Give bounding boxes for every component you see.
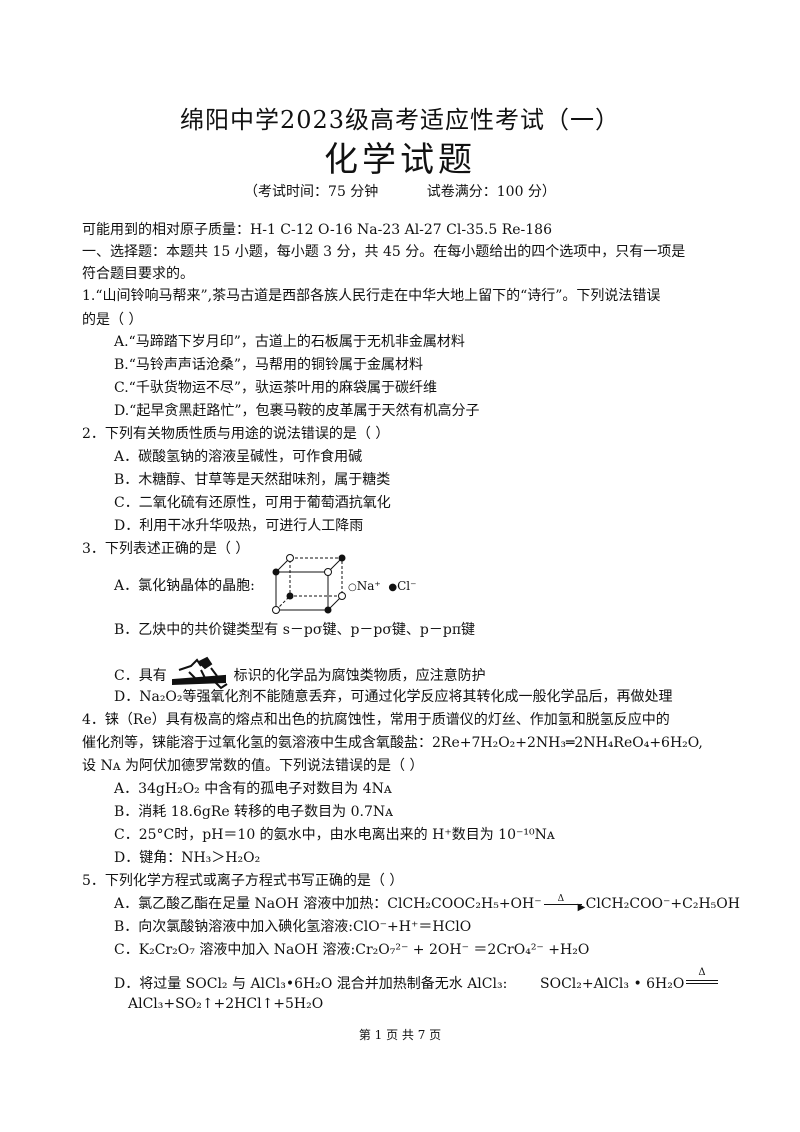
q4-option-c: C．25°C时，pH＝10 的氨水中，由水电离出来的 H⁺数目为 10⁻¹⁰Nᴀ (114, 827, 555, 843)
exam-meta: （考试时间：75 分钟 试卷满分：100 分） (0, 181, 800, 201)
nacl-unit-cell-diagram (272, 554, 346, 614)
q4-stem-3: 设 Nᴀ 为阿伏加德罗常数的值。下列说法错误的是（ ） (82, 758, 424, 774)
q4-option-a: A．34gH₂O₂ 中含有的孤电子对数目为 4Nᴀ (114, 781, 392, 797)
q3-stem: 3．下列表述正确的是（ ） (82, 541, 250, 557)
q1-option-b: B.“马铃声声话沧桑”，马帮用的铜铃属于金属材料 (114, 357, 424, 373)
q5-stem: 5．下列化学方程式或离子方程式书写正确的是（ ） (82, 873, 404, 889)
q2-option-c: C．二氧化硫有还原性，可用于葡萄酒抗氧化 (114, 495, 391, 511)
q5-option-d-mid: SOCl₂+AlCl₃ • 6H₂O (540, 976, 685, 992)
legend-na: Na⁺ (356, 579, 381, 593)
q3-option-a: A．氯化钠晶体的晶胞: (114, 576, 255, 596)
q2-option-a: A．碳酸氢钠的溶液呈碱性，可作食用碱 (114, 449, 363, 465)
unit-cell-legend: ○Na⁺ ●Cl⁻ (348, 579, 417, 593)
q4-stem-1: 4．铼（Re）具有极高的熔点和出色的抗腐蚀性，常用于质谱仪的灯丝、作加氢和脱氢反… (82, 712, 670, 728)
q1-stem-2: 的是（ ） (82, 312, 143, 328)
q1-option-a: A.“马蹄踏下岁月印”，古道上的石板属于无机非金属材料 (114, 334, 465, 350)
q5-option-d-left: D．将过量 SOCl₂ 与 AlCl₃•6H₂O 混合并加热制备无水 AlCl₃… (114, 976, 508, 992)
reaction-arrow-icon: Δ▶ (542, 894, 586, 913)
q5-option-d: D．将过量 SOCl₂ 与 AlCl₃•6H₂O 混合并加热制备无水 AlCl₃… (114, 974, 507, 994)
q3-option-c: C．具有 标识的化学品为腐蚀类物质，应注意防护 (114, 656, 486, 690)
page-footer: 第 1 页 共 7 页 (358, 1028, 442, 1042)
q3-option-d: D．Na₂O₂等强氧化剂不能随意丢弃，可通过化学反应将其转化成一般化学品后，再做… (114, 689, 673, 705)
exam-title: 绵阳中学2023级高考适应性考试（一） (179, 106, 621, 134)
q5-option-b: B．向次氯酸钠溶液中加入碘化氢溶液:ClO⁻+H⁺＝HClO (114, 919, 472, 935)
q1-stem-1: 1.“山间铃响马帮来”,茶马古道是西部各族人民行走在中华大地上留下的“诗行”。下… (82, 288, 661, 304)
q2-option-b: B．木糖醇、甘草等是天然甜味剂，属于糖类 (114, 472, 391, 488)
corrosive-hazard-icon (172, 656, 228, 690)
q2-stem: 2．下列有关物质性质与用途的说法错误的是（ ） (82, 426, 390, 442)
q3-option-c-prefix: C．具有 (114, 668, 167, 684)
q1-option-c: C.“千驮货物运不尽”，驮运茶叶用的麻袋属于碳纤维 (114, 380, 437, 396)
q5-option-d-equation: SOCl₂+AlCl₃ • 6H₂O Δ (540, 967, 720, 994)
atomic-masses: 可能用到的相对原子质量：H-1 C-12 O-16 Na-23 Al-27 Cl… (82, 222, 552, 238)
q2-option-d: D．利用干冰升华吸热，可进行人工降雨 (114, 518, 364, 534)
heat-condition: Δ (557, 894, 565, 904)
q5-option-d-line2: AlCl₃+SO₂↑+2HCl↑+5H₂O (128, 996, 324, 1012)
q3-option-b: B．乙炔中的共价键类型有 s－pσ键、p－pσ键、p－pπ键 (114, 622, 476, 638)
exam-time: （考试时间：75 分钟 (244, 184, 379, 200)
q1-option-d: D.“起早贪黑赶路忙”，包裹马鞍的皮革属于天然有机高分子 (114, 403, 480, 419)
q3-option-a-text: A．氯化钠晶体的晶胞: (114, 578, 255, 594)
equals-heat-icon: Δ (684, 967, 720, 991)
q3-option-c-suffix: 标识的化学品为腐蚀类物质，应注意防护 (233, 668, 486, 684)
q4-option-d: D．键角：NH₃＞H₂O₂ (114, 850, 261, 866)
section-instructions-1: 一、选择题：本题共 15 小题，每小题 3 分，共 45 分。在每小题给出的四个… (82, 244, 686, 260)
section-instructions-2: 符合题目要求的。 (82, 266, 194, 282)
subject-title: 化学试题 (324, 140, 476, 180)
legend-cl: Cl⁻ (397, 579, 417, 593)
heat-condition-d: Δ (698, 967, 706, 978)
exam-score: 试卷满分：100 分） (426, 184, 556, 200)
q5-option-c: C．K₂Cr₂O₇ 溶液中加入 NaOH 溶液:Cr₂O₇²⁻ + 2OH⁻ ＝… (114, 942, 590, 958)
q5-option-a: A．氯乙酸乙酯在足量 NaOH 溶液中加热：ClCH₂COOC₂H₅+OH⁻Δ▶… (114, 894, 740, 914)
q5-option-a-left: A．氯乙酸乙酯在足量 NaOH 溶液中加热：ClCH₂COOC₂H₅+OH⁻ (114, 896, 542, 912)
q4-option-b: B．消耗 18.6gRe 转移的电子数目为 0.7Nᴀ (114, 804, 394, 820)
q5-option-a-right: ClCH₂COO⁻+C₂H₅OH (585, 896, 740, 912)
q4-stem-2: 催化剂等，铼能溶于过氧化氢的氨溶液中生成含氧酸盐：2Re+7H₂O₂+2NH₃═… (82, 735, 703, 751)
